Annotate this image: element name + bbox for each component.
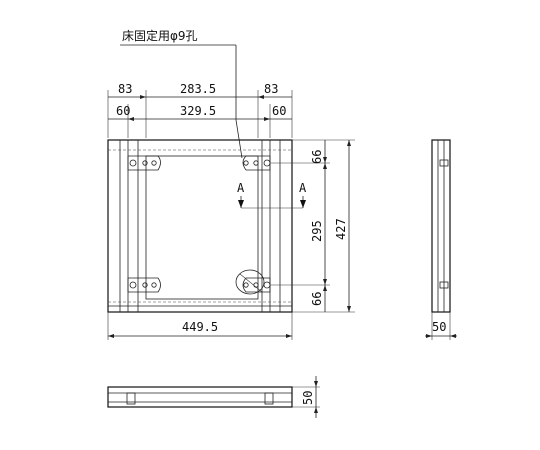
dim-left-outer: 83 <box>118 82 132 96</box>
note-leader-line <box>235 45 243 159</box>
dim-left-inner: 60 <box>116 104 130 118</box>
front-view: 50 <box>107 376 320 418</box>
front-view-outline <box>107 386 293 408</box>
right-dimensions: 66 295 66 427 <box>270 139 355 313</box>
dim-middle-outer: 283.5 <box>180 82 216 96</box>
caster-top-right <box>242 155 271 171</box>
dim-bottom-hole: 66 <box>310 292 324 306</box>
dim-side-depth: 50 <box>432 320 446 334</box>
top-dimensions: 83 283.5 83 60 329.5 60 <box>107 82 293 138</box>
dim-overall-height: 427 <box>334 218 348 240</box>
dim-overall-width: 449.5 <box>182 320 218 334</box>
floor-hole-note: 床固定用φ9孔 <box>120 28 243 159</box>
bottom-dimension: 449.5 <box>107 312 293 340</box>
dim-middle-inner: 329.5 <box>180 104 216 118</box>
plan-view: A A <box>107 139 307 313</box>
section-left-label: A <box>237 181 245 195</box>
caster-bottom-right <box>235 269 271 295</box>
dim-hole-span: 295 <box>310 220 324 242</box>
frame-inner <box>145 155 259 300</box>
dim-right-outer: 83 <box>264 82 278 96</box>
dim-right-inner: 60 <box>272 104 286 118</box>
frame-outer <box>107 139 293 313</box>
caster-bottom-left <box>127 277 161 293</box>
side-view-outline <box>431 139 451 313</box>
side-view: 50 <box>425 139 457 340</box>
dim-front-height: 50 <box>301 391 315 405</box>
dim-top-hole: 66 <box>310 150 324 164</box>
section-markers: A A <box>237 181 307 209</box>
section-right-label: A <box>299 181 307 195</box>
floor-hole-label: 床固定用φ9孔 <box>122 28 198 43</box>
caster-top-left <box>127 155 161 171</box>
